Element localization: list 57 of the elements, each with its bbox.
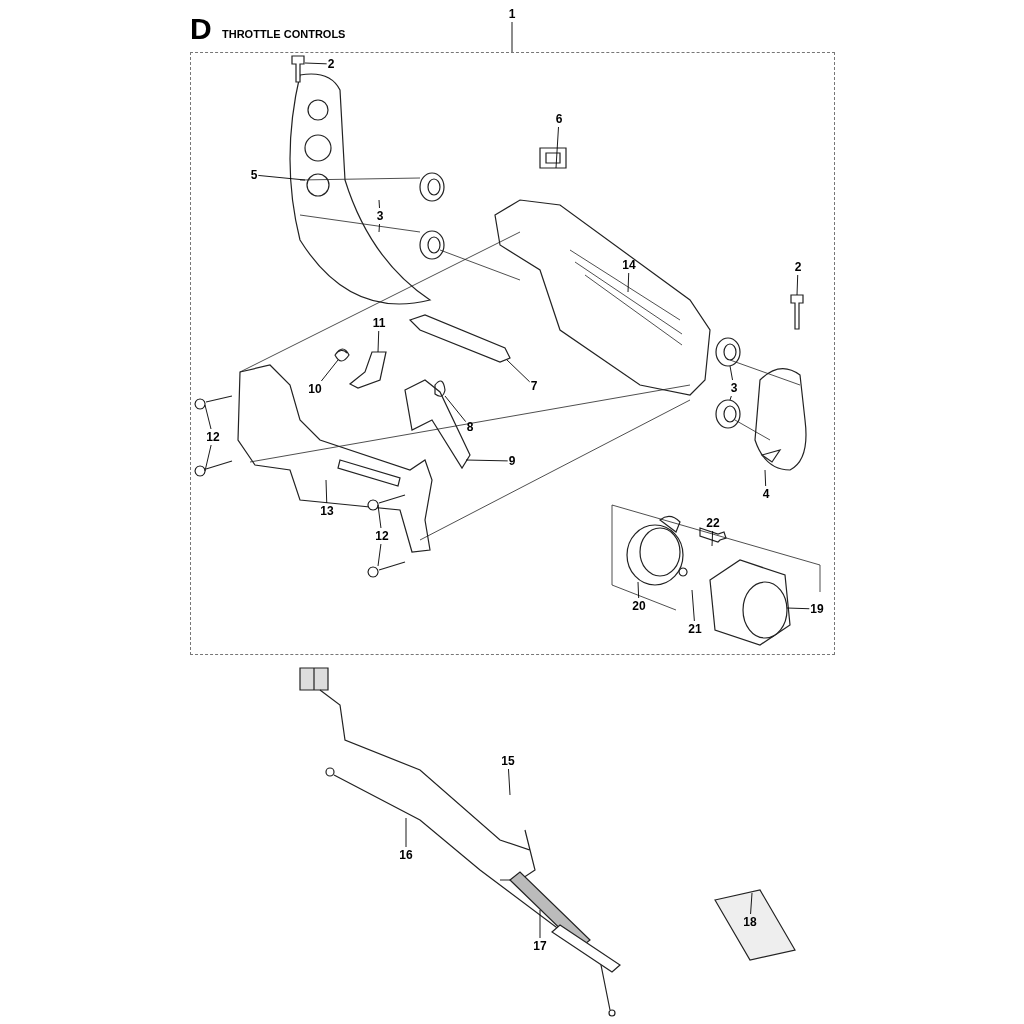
leader-line (764, 469, 767, 487)
leader-line (539, 909, 541, 939)
leader-line (786, 607, 810, 610)
callout-number: 7 (530, 379, 538, 393)
callout-number: 15 (501, 754, 515, 768)
callout-number: 13 (320, 504, 334, 518)
callout-number: 4 (762, 487, 770, 501)
leader-line (729, 395, 732, 401)
callout-number: 21 (688, 622, 702, 636)
callout-number: 3 (376, 209, 384, 223)
leader-line (257, 175, 306, 181)
leader-line (378, 223, 380, 233)
callout-number: 5 (250, 168, 258, 182)
callout-number: 17 (533, 939, 547, 953)
leader-line (204, 404, 212, 430)
callout-number: 16 (399, 848, 413, 862)
leader-line (555, 126, 559, 169)
leader-line (506, 359, 531, 383)
section-letter: D (190, 14, 212, 44)
callout-number: 14 (622, 258, 636, 272)
leader-line (729, 365, 733, 381)
callout-number: 18 (743, 915, 757, 929)
leader-line (711, 530, 714, 547)
leader-line (627, 272, 630, 293)
leader-line (378, 199, 380, 209)
callout-number: 10 (308, 382, 322, 396)
leader-line (750, 892, 753, 915)
callout-number: 12 (375, 529, 389, 543)
leader-line (320, 359, 339, 382)
callout-number: 3 (730, 381, 738, 395)
leader-line (204, 444, 212, 472)
leader-line (508, 768, 511, 796)
leader-line (691, 589, 695, 622)
callout-number: 2 (794, 260, 802, 274)
callout-number: 19 (810, 602, 824, 616)
callout-number: 12 (206, 430, 220, 444)
leader-line (444, 395, 467, 423)
leader-line (796, 274, 799, 296)
leader-line (405, 817, 407, 848)
leader-line (511, 21, 513, 53)
leader-line (377, 504, 382, 529)
callout-number: 20 (632, 599, 646, 613)
title: THROTTLE CONTROLS (222, 27, 346, 41)
callout-number: 1 (508, 7, 516, 21)
leader-line (465, 459, 509, 462)
callout-number: 11 (372, 316, 386, 330)
leader-line (377, 330, 380, 353)
callout-number: 22 (706, 516, 720, 530)
assembly-frame (190, 52, 835, 655)
leader-line (637, 581, 640, 599)
leader-line (325, 479, 328, 504)
leader-line (304, 62, 328, 65)
leader-line (377, 543, 382, 567)
callout-number: 8 (466, 420, 474, 434)
callout-number: 9 (508, 454, 516, 468)
callout-number: 2 (327, 57, 335, 71)
callout-number: 6 (555, 112, 563, 126)
